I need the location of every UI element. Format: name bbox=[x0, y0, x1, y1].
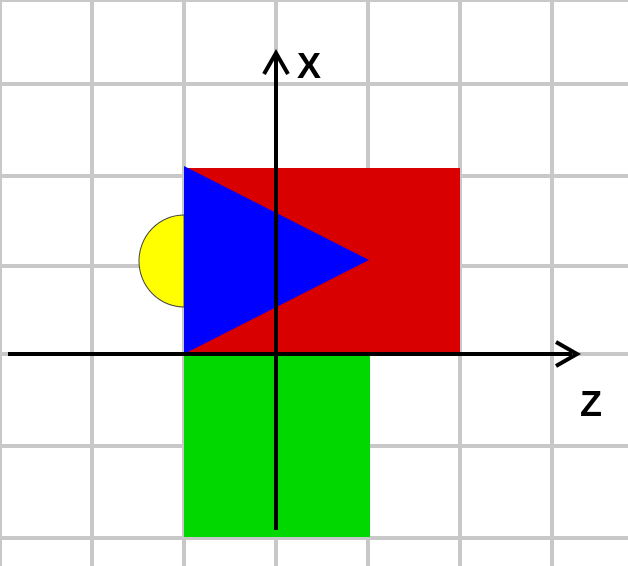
vertical-axis-arrowhead bbox=[262, 48, 290, 75]
yellow-semicircle bbox=[138, 214, 185, 308]
vertical-axis-label: X bbox=[297, 45, 321, 86]
horizontal-axis-arrowhead bbox=[555, 340, 582, 368]
horizontal-axis-label: Z bbox=[580, 383, 602, 424]
